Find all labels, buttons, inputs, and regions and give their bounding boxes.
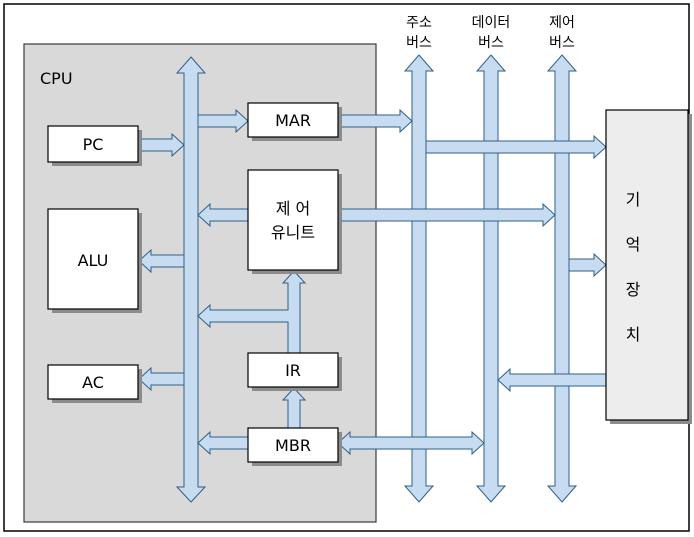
ir-label: IR [285,361,301,380]
memory-label-2: 억 [626,235,641,254]
ir-register [247,352,339,388]
data-bus-label-2: 버스 [478,35,504,51]
mbr-to-ir-arrow [281,387,307,429]
ir-to-control-unit-arrow [197,270,307,354]
bus-to-alu-arrow [138,248,185,274]
pc-register [47,125,139,163]
control-bus-to-memory-arrow [568,252,607,278]
alu-block [47,208,139,310]
control-bus [546,54,578,503]
data-bus-label-1: 데이터 [472,15,511,31]
mbr-data-bus-arrow [337,430,485,456]
control-bus-label-1: 제어 [549,15,575,31]
mar-label: MAR [275,111,311,130]
control-unit-label-1: 제 어 [276,199,311,218]
memory-label-4: 치 [626,325,641,344]
address-bus-to-memory-arrow [425,134,607,160]
address-bus [403,54,435,503]
bus-to-mbr-arrow [197,430,249,456]
control-bus-label-2: 버스 [549,35,575,51]
memory-label-1: 기 [626,190,641,209]
internal-bus [175,56,207,503]
pc-label: PC [83,135,104,154]
control-unit-to-bus-arrow [197,202,249,228]
ac-register [47,364,139,400]
mar-register [247,102,339,138]
address-bus-label-2: 버스 [406,35,432,51]
address-bus-label-1: 주소 [406,15,432,31]
mbr-register [247,427,339,463]
cpu-label: CPU [40,69,73,88]
bus-to-mar-arrow [197,108,249,134]
memory-block [605,109,689,421]
control-unit-block [247,169,339,271]
mbr-label: MBR [275,436,311,455]
bus-to-ac-arrow [138,366,185,392]
alu-label: ALU [78,251,109,270]
pc-to-bus-arrow [137,132,185,158]
control-unit-label-2: 유니트 [271,223,315,242]
control-unit-to-control-bus-arrow [337,202,556,228]
memory-to-data-bus-arrow [497,367,607,393]
ac-label: AC [82,373,104,392]
mar-to-address-bus-arrow [337,108,413,134]
memory-label-3: 장 [626,280,641,299]
data-bus [475,54,507,503]
